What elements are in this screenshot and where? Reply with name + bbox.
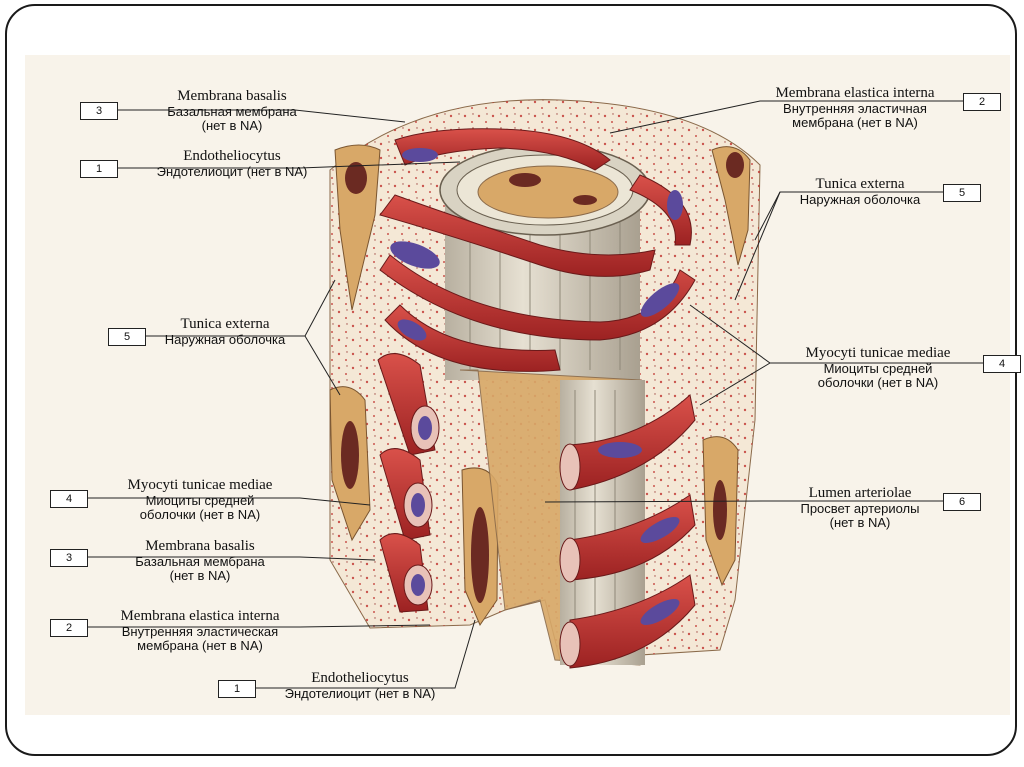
- label-number-box: 3: [80, 102, 118, 120]
- cross-section-ring: [439, 144, 651, 236]
- label-number-box: 5: [943, 184, 981, 202]
- label-tunica-externa-left: Tunica externa Наружная оболочка: [140, 316, 310, 347]
- label-latin: Myocyti tunicae mediae: [127, 477, 273, 493]
- label-latin: Membrana elastica interna: [775, 85, 935, 101]
- label-number-box: 1: [80, 160, 118, 178]
- label-latin: Endotheliocytus: [183, 148, 281, 164]
- label-latin: Lumen arteriolae: [808, 485, 912, 501]
- label-russian: Базальная мембрана: [167, 103, 297, 119]
- label-endotheliocytus-top: Endotheliocytus Эндотелиоцит (нет в NA): [112, 148, 352, 179]
- label-myocyti-left: Myocyti tunicae mediae Миоциты средней о…: [90, 477, 310, 523]
- label-number-box: 3: [50, 549, 88, 567]
- label-russian: Базальная мембрана: [135, 553, 265, 569]
- label-russian-note: оболочки (нет в NA): [817, 375, 939, 391]
- label-membrana-basalis-bottom: Membrana basalis Базальная мембрана (нет…: [90, 538, 310, 584]
- label-russian-note: (нет в NA): [829, 515, 891, 531]
- label-russian: Миоциты средней: [145, 492, 255, 508]
- label-number-box: 6: [943, 493, 981, 511]
- label-russian-note: мембрана (нет в NA): [792, 115, 918, 131]
- label-russian: Внутренняя эластичная: [783, 100, 927, 116]
- label-russian-note: мембрана (нет в NA): [137, 638, 263, 654]
- label-russian: Эндотелиоцит (нет в NA): [284, 685, 436, 701]
- label-membrana-basalis-top: Membrana basalis Базальная мембрана (нет…: [112, 88, 352, 134]
- label-russian: Миоциты средней: [823, 360, 933, 376]
- label-latin: Tunica externa: [180, 316, 270, 332]
- label-russian-note: (нет в NA): [169, 568, 231, 584]
- label-latin: Membrana elastica interna: [120, 608, 280, 624]
- label-number-box: 2: [963, 93, 1001, 111]
- label-latin: Membrana basalis: [145, 538, 255, 554]
- label-number-box: 4: [983, 355, 1021, 373]
- label-number-box: 2: [50, 619, 88, 637]
- label-myocyti-right: Myocyti tunicae mediae Миоциты средней о…: [772, 345, 984, 391]
- label-russian: Внутренняя эластическая: [121, 623, 279, 639]
- fibroblast-cells: [329, 144, 751, 627]
- label-latin: Myocyti tunicae mediae: [805, 345, 951, 361]
- muscle-cross-sections-left: [377, 353, 440, 613]
- label-russian: Наружная оболочка: [799, 191, 921, 207]
- muscle-cross-sections-right: [559, 394, 696, 669]
- label-number-box: 4: [50, 490, 88, 508]
- label-number-box: 1: [218, 680, 256, 698]
- label-russian-note: оболочки (нет в NA): [139, 507, 261, 523]
- label-russian-note: (нет в NA): [201, 118, 263, 134]
- label-endotheliocytus-bottom: Endotheliocytus Эндотелиоцит (нет в NA): [255, 670, 465, 701]
- label-russian: Наружная оболочка: [164, 331, 286, 347]
- label-latin: Membrana basalis: [177, 88, 287, 104]
- label-lumen-arteriolae: Lumen arteriolae Просвет артериолы (нет …: [775, 485, 945, 531]
- smooth-muscle-spiral: [379, 128, 696, 372]
- label-membrana-elastica-left: Membrana elastica interna Внутренняя эла…: [90, 608, 310, 654]
- label-membrana-elastica-right: Membrana elastica interna Внутренняя эла…: [745, 85, 965, 131]
- label-russian: Просвет артериолы: [800, 500, 920, 516]
- label-number-box: 5: [108, 328, 146, 346]
- leader-lines: [86, 100, 985, 689]
- label-latin: Endotheliocytus: [311, 670, 409, 686]
- label-latin: Tunica externa: [815, 176, 905, 192]
- label-russian: Эндотелиоцит (нет в NA): [156, 163, 308, 179]
- label-tunica-externa-right: Tunica externa Наружная оболочка: [775, 176, 945, 207]
